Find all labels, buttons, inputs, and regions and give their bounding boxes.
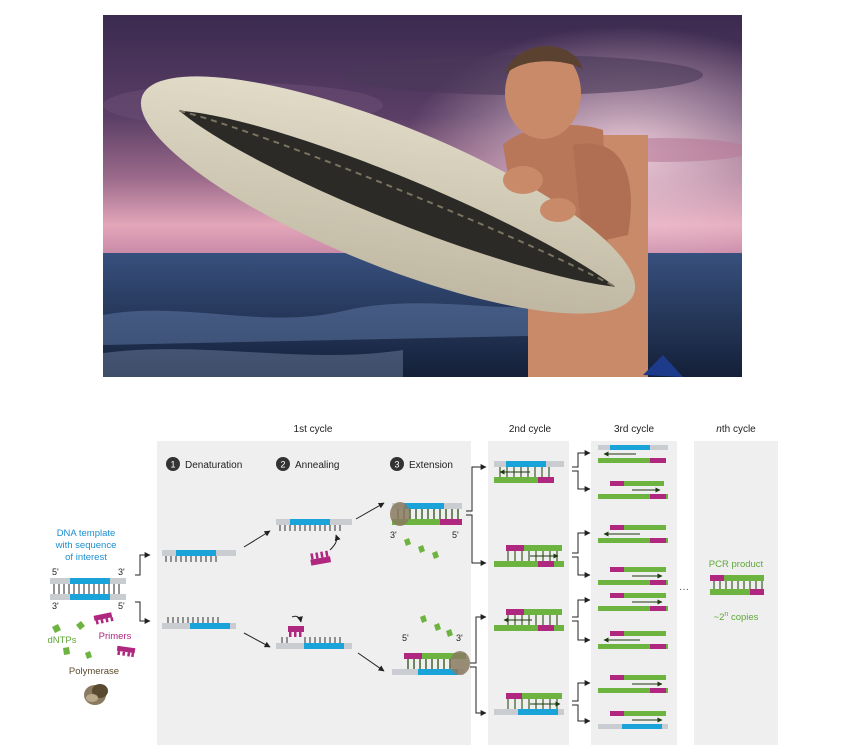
dntps-label: dNTPs	[47, 635, 76, 646]
polymerase-label: Polymerase	[69, 666, 119, 677]
step-1-badge	[166, 457, 180, 471]
annealing-primer-bottom	[288, 626, 304, 637]
c3-duplex-6	[598, 631, 668, 649]
cycle-ellipsis: ···	[679, 584, 689, 595]
branch-arrow-c3-2	[572, 470, 591, 492]
pcr-diagram: 1st cycle 2nd cycle 3rd cycle nth cycle …	[0, 395, 851, 745]
branch-arrow-c2-a	[466, 464, 487, 512]
c3-duplex-8	[598, 711, 668, 729]
template-top-3-prime: 3'	[118, 567, 125, 577]
surfer-photo	[103, 15, 742, 377]
copies-label: ~2n copies	[714, 611, 759, 623]
branch-arrow-c2-c	[470, 614, 487, 664]
cycle-header-n: nth cycle	[716, 424, 756, 435]
polymerase-icon	[84, 684, 108, 705]
c3-duplex-4	[598, 567, 668, 585]
surfer-photo-image	[103, 15, 742, 377]
annealing-primer-top	[310, 550, 332, 566]
arrow-to-extension-top	[355, 502, 385, 520]
template-bottom-3-prime: 3'	[52, 601, 59, 611]
branch-arrow-c2-b	[466, 514, 487, 566]
panel-first-cycle	[157, 441, 471, 745]
pcr-product-label: PCR product	[709, 559, 764, 570]
step-3-number: 3	[394, 460, 399, 470]
extension-bottom-3-prime: 3'	[456, 633, 463, 643]
step-2-badge	[276, 457, 290, 471]
arrow-to-annealing-top	[243, 530, 271, 548]
c3-duplex-2	[598, 481, 668, 499]
branch-arrow-c3-6	[572, 620, 591, 643]
c3-duplex-5	[598, 593, 668, 611]
extension-top-5-prime: 5'	[452, 530, 459, 540]
template-dna-double-strand	[50, 578, 126, 600]
denatured-strand-bottom	[162, 617, 236, 629]
template-bottom-5-prime: 5'	[118, 601, 125, 611]
primer-icons	[93, 612, 136, 658]
branch-arrow-c3-7	[572, 680, 591, 702]
cycle-header-2: 2nd cycle	[509, 424, 552, 435]
template-top-5-prime: 5'	[52, 567, 59, 577]
arrow-to-annealing-bottom	[243, 632, 271, 648]
c2-duplex-1	[494, 461, 564, 483]
c2-duplex-3	[494, 609, 564, 631]
primer-bind-arrow-top	[329, 534, 341, 551]
annealing-strand-bottom	[276, 637, 352, 649]
c3-duplex-7	[598, 675, 668, 693]
step-2-label: Annealing	[295, 460, 339, 471]
cycle-header-3: 3rd cycle	[614, 424, 654, 435]
extension-bottom-5-prime: 5'	[402, 633, 409, 643]
annealing-strand-top	[276, 519, 352, 531]
branch-arrow-c3-3	[572, 530, 591, 554]
dntp-icons	[52, 621, 92, 659]
arrow-to-extension-bottom	[357, 652, 385, 672]
branch-arrow-c3-8	[572, 704, 591, 724]
primers-label: Primers	[99, 631, 132, 642]
c2-duplex-2	[494, 545, 564, 567]
c3-duplex-1	[598, 445, 668, 463]
c2-duplex-4	[494, 693, 564, 715]
cycle-header-1: 1st cycle	[294, 424, 333, 435]
template-label-line-1: DNA template	[57, 528, 116, 539]
extension-top-3-prime: 3'	[390, 530, 397, 540]
template-label-line-3: of interest	[65, 552, 107, 563]
branch-arrow-c3-1	[572, 450, 591, 468]
step-1-label: Denaturation	[185, 460, 242, 471]
branch-arrow-c3-5	[572, 597, 591, 618]
branch-arrow-upper	[135, 552, 151, 576]
step-3-label: Extension	[409, 460, 453, 471]
primer-bind-arrow-bottom	[291, 615, 303, 623]
step-1-number: 1	[170, 460, 175, 470]
branch-arrow-lower	[135, 601, 151, 624]
step-2-number: 2	[280, 460, 285, 470]
template-label-line-2: with sequence	[55, 540, 117, 551]
pcr-product-duplex	[710, 575, 764, 595]
extension-bottom-dntps	[420, 615, 453, 637]
branch-arrow-c3-4	[572, 556, 591, 578]
pcr-diagram-svg: 1st cycle 2nd cycle 3rd cycle nth cycle …	[47, 424, 778, 745]
extension-top-dntps	[404, 538, 439, 559]
branch-arrow-c2-d	[470, 666, 487, 716]
step-3-badge	[390, 457, 404, 471]
extension-duplex-bottom	[392, 651, 470, 675]
denatured-strand-top	[162, 550, 236, 562]
c3-duplex-3	[598, 525, 668, 543]
extension-duplex-top	[390, 502, 462, 526]
